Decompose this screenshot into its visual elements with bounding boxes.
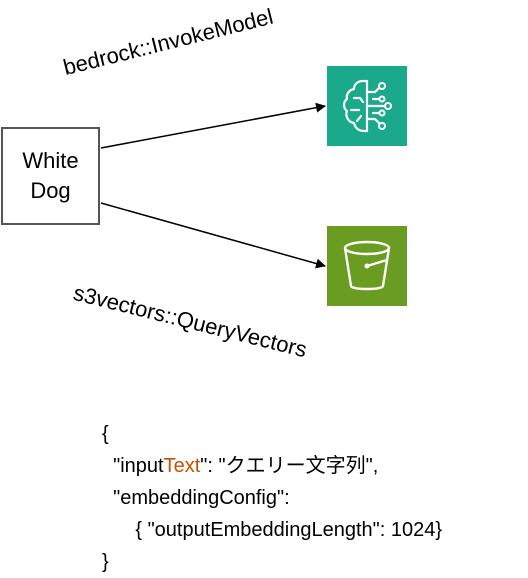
json-embedding-config-key: "embeddingConfig": [102,482,442,514]
json-input-key-highlight: Text [163,455,201,477]
json-close-brace: } [102,551,109,573]
json-input-value: ": "クエリー文字列", [200,455,379,477]
s3-bucket-icon [327,226,407,306]
query-text-box: White Dog [1,127,100,225]
query-text-line2: Dog [30,178,71,203]
arrow-to-s3 [100,202,326,269]
json-config-key-text: "embeddingConfig": [113,487,290,509]
query-text-line1: White [22,148,79,173]
json-config-value-text: { "outputEmbeddingLength": 1024} [135,519,443,541]
json-input-text-line: "inputText": "クエリー文字列", [102,450,442,482]
json-open-brace: { [102,423,109,445]
arrow-to-bedrock [100,102,326,149]
json-embedding-config-value: { "outputEmbeddingLength": 1024} [102,514,442,546]
bedrock-brain-icon [327,66,407,146]
json-input-key-prefix: "input [113,455,164,477]
request-json-block: { "inputText": "クエリー文字列", "embeddingConf… [102,418,442,578]
